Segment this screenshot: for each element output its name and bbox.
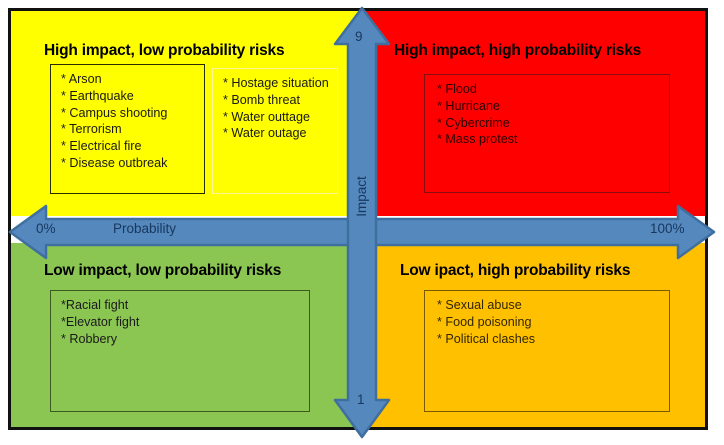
risk-list-box: *Racial fight *Elevator fight * Robbery <box>50 290 310 412</box>
quadrant-title-low-impact-high-probability: Low ipact, high probability risks <box>400 262 631 279</box>
risk-list-box: * Hostage situation * Bomb threat * Water … <box>212 68 338 194</box>
risk-list-item: * Political clashes <box>437 331 535 346</box>
quadrant-title-low-impact-low-probability: Low impact, low probability risks <box>44 262 282 279</box>
risk-list-item: * Water outtage <box>223 109 311 124</box>
risk-list-box: * Sexual abuse * Food poisoning * Politica… <box>424 290 670 412</box>
x-axis-label: Probability <box>113 221 177 236</box>
x-axis-max-label: 100% <box>650 221 685 236</box>
risk-list-item: * Mass protest <box>437 132 518 147</box>
risk-list-item: * Hurricane <box>437 98 500 113</box>
risk-list-item: * Sexual abuse <box>437 298 522 312</box>
risk-list-item: * Cybercrime <box>437 115 510 130</box>
risk-list-item: * Hostage situation <box>223 76 329 90</box>
risk-list-item: * Disease outbreak <box>61 155 168 170</box>
risk-list-item: * Arson <box>61 72 102 86</box>
quadrant-title-high-impact-high-probability: High impact, high probability risks <box>394 42 642 59</box>
risk-list-item: * Food poisoning <box>437 314 532 329</box>
risk-list-item: *Elevator fight <box>61 314 140 329</box>
x-axis-min-label: 0% <box>36 221 56 236</box>
y-axis-label: Impact <box>353 176 369 217</box>
risk-list-item: * Water outage <box>223 126 307 141</box>
risk-list-box: * Flood * Hurricane * Cybercrime * Mass pro… <box>424 74 670 193</box>
risk-list-box: * Arson * Earthquake * Campus shooting * Te… <box>50 64 205 194</box>
risk-list-item: * Flood <box>437 82 477 96</box>
risk-list-item: * Campus shooting <box>61 105 168 120</box>
y-axis-max-label: 9 <box>355 29 363 44</box>
risk-list-item: * Electrical fire <box>61 139 142 154</box>
risk-list-item: * Earthquake <box>61 88 134 103</box>
y-axis-min-label: 1 <box>357 392 365 407</box>
quadrant-title-high-impact-low-probability: High impact, low probability risks <box>44 42 285 59</box>
risk-list-item: * Terrorism <box>61 122 122 137</box>
risk-list-item: * Bomb threat <box>223 92 301 107</box>
risk-list-item: * Robbery <box>61 331 118 346</box>
risk-list-item: *Racial fight <box>61 298 129 312</box>
